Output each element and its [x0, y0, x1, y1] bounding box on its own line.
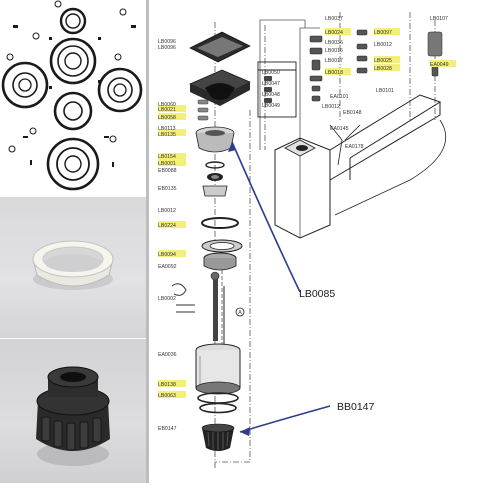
label-r17: LB0101 — [376, 88, 394, 94]
label-l12: LB0012 — [158, 208, 176, 214]
label-l4: LB0021 — [158, 107, 176, 113]
label-l8: LB0154 — [158, 154, 176, 160]
label-r20: LB0012 — [322, 104, 340, 110]
label-l17: EA0036 — [158, 352, 177, 358]
label-l19: LB0063 — [158, 393, 176, 399]
label-l13: LB0224 — [158, 223, 176, 229]
label-r14: LB0049 — [262, 103, 280, 109]
label-l15: EA0092 — [158, 264, 177, 270]
label-r9: LB0025 — [374, 58, 392, 64]
label-r4: LB0016 — [325, 48, 343, 54]
label-r15: LB0107 — [430, 16, 448, 22]
label-l5: LB0058 — [158, 115, 176, 121]
label-r10: LB0028 — [374, 66, 392, 72]
label-r6: LB0018 — [325, 70, 343, 76]
label-r13: LB0048 — [262, 92, 280, 98]
label-l11: EB0135 — [158, 186, 177, 192]
label-l1: LB0096 — [158, 39, 176, 45]
gasket-kit-photo — [0, 0, 146, 196]
seal-ring-photo — [0, 197, 146, 338]
label-r2: LB0024 — [325, 30, 343, 36]
label-r3: LB0036 — [325, 40, 343, 46]
label-l2: LB0096 — [158, 45, 176, 51]
panel-divider — [146, 0, 149, 483]
label-r18: EB0148 — [343, 110, 362, 116]
label-r11: LB0050 — [262, 70, 280, 76]
label-l7: LB0135 — [158, 132, 176, 138]
label-l18: LB0138 — [158, 382, 176, 388]
marker-a: A — [238, 310, 242, 316]
label-l10: EB0088 — [158, 168, 177, 174]
callout-bb0147: BB0147 — [337, 401, 375, 413]
label-r7: LB0097 — [374, 30, 392, 36]
exploded-parts-diagram: A — [149, 0, 500, 483]
label-l16: LB0002 — [158, 296, 176, 302]
label-r22: EA0178 — [345, 144, 364, 150]
label-r19: EA0101 — [330, 94, 349, 100]
label-r8: LB0012 — [374, 42, 392, 48]
label-l9: LB0001 — [158, 161, 176, 167]
rubber-valve-photo — [0, 339, 146, 483]
callout-lb0085: LB0085 — [299, 288, 335, 300]
label-r1: LB0037 — [325, 16, 343, 22]
label-r12: LB0047 — [262, 81, 280, 87]
label-l3: LB0060 — [158, 102, 176, 108]
label-l20: EB0147 — [158, 426, 177, 432]
label-l6: LB0113 — [158, 126, 176, 132]
label-l14: LB0094 — [158, 252, 176, 258]
label-r5: LB0017 — [325, 58, 343, 64]
label-r16: EA0049 — [430, 62, 449, 68]
label-r21: EA0145 — [330, 126, 349, 132]
